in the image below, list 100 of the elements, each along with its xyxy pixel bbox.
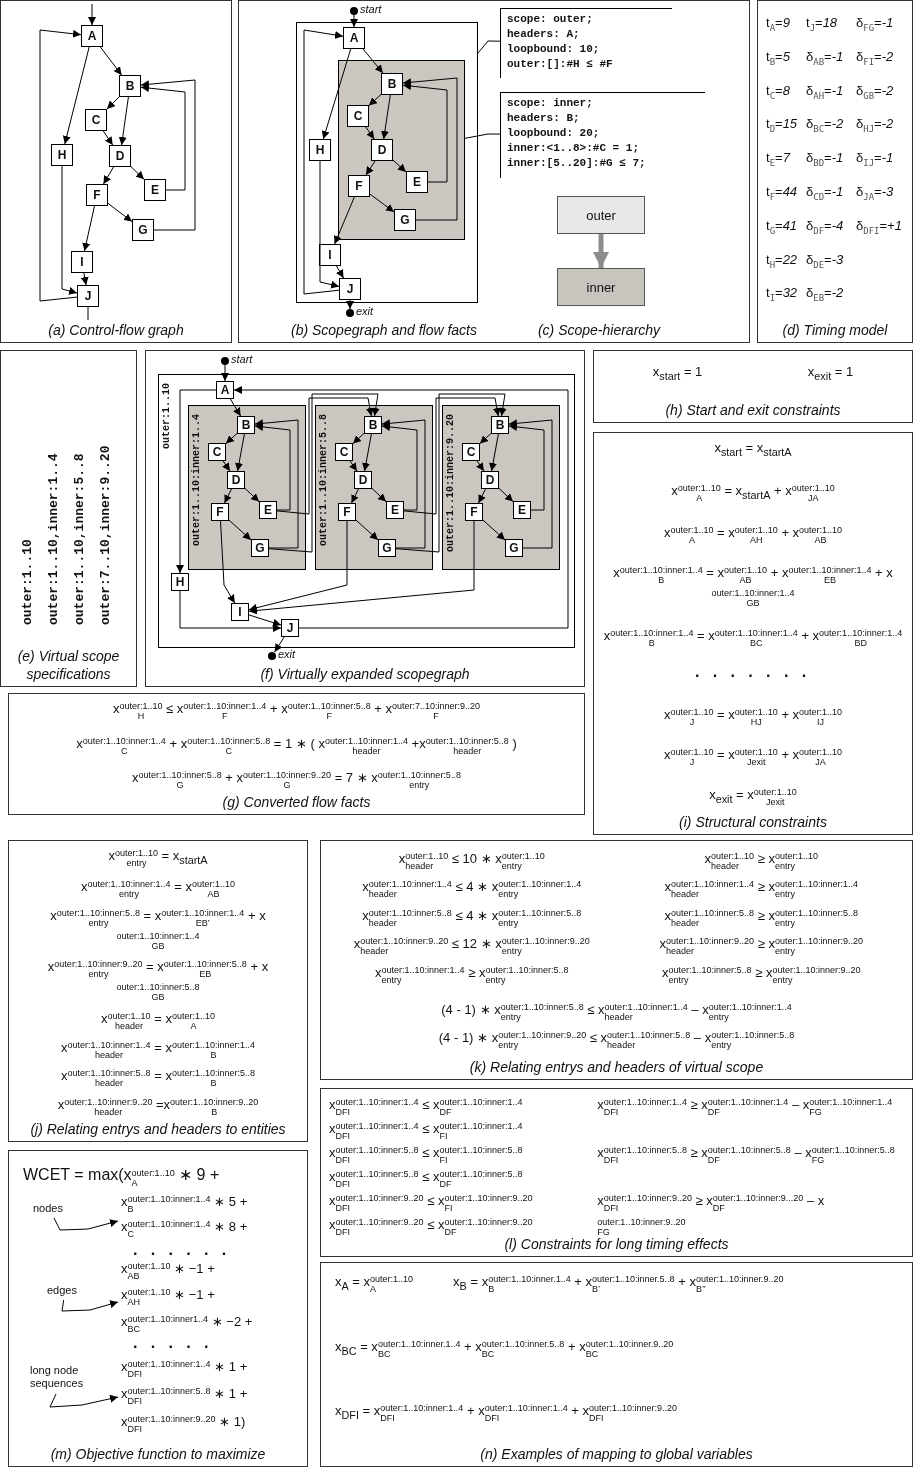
panel-frame [145,350,585,687]
scope-label: outer:1..10:inner:5..8 [318,414,329,547]
panel-frame [757,0,913,343]
equation: x$_{start}$ = x$_{startA}$ [714,439,792,460]
scope-box: inner [557,268,645,306]
arrow [349,460,358,472]
graph-node: F [348,175,370,197]
panel-frame [593,350,913,423]
arrow [362,48,384,74]
arrow [254,419,299,549]
panel-title: (j) Relating entrys and headers to entities [30,1121,286,1137]
panel-title: (i) Structural constraints [679,814,827,830]
arrow [248,520,348,612]
scope-label: outer:1..10:inner:1..4 [191,414,202,547]
arrow [403,397,501,515]
arrow [402,77,458,221]
graph-node: F [338,503,356,521]
arrow [380,94,391,140]
arrow [346,299,354,310]
panel-frame [593,432,913,835]
arrow [176,389,217,574]
arrow [303,29,344,295]
panel-title: (b) Scopegraph and flow facts [291,322,477,338]
arrow [276,397,374,515]
flow-fact-box [500,92,705,178]
graph-node: H [171,573,189,591]
graph-node: F [86,184,108,206]
point-label: start [231,353,253,365]
graph-node: D [354,471,372,489]
timing-value: δ$_{CD}$=-1 [806,183,844,202]
graph-node: D [109,145,131,167]
arrow [254,422,291,511]
timing-value: δ$_{DE}$=-3 [806,251,844,270]
equation: x$_{BC}$$^{outer:1..10:inner1..4}$ ∗ −2 + [121,1313,253,1334]
panel-title: (a) Control-flow graph [48,322,184,338]
leader-line [477,40,501,54]
arrow [482,519,506,541]
arrow [321,48,352,140]
arrow [402,82,448,183]
graph-node: B [491,416,509,434]
line [87,306,89,321]
arrow [498,487,514,503]
arrow [336,265,344,279]
graph-node: C [208,443,226,461]
arrow [479,432,492,445]
ellipsis-dots: · · · · · [133,1337,214,1357]
panel-title: (l) Constraints for long timing effects [504,1236,729,1252]
arrow [106,96,120,110]
graph-node: I [71,251,93,273]
panel-frame [8,1150,308,1467]
graph-node: I [319,244,341,266]
timing-value: δ$_{FG}$=-1 [856,15,894,33]
flow-fact: loopbound: 20; [507,126,601,141]
arrow [365,126,375,140]
arrow [362,433,372,472]
scope-region [338,60,465,240]
arrow [351,488,359,504]
graph-node: D [481,471,499,489]
equation: x$_{B}$$^{outer:1..10:inner:1..4}$ ∗ 5 + [121,1193,248,1214]
arrow [130,166,145,180]
graph-node: G [505,539,523,557]
ellipsis-dots: · · · · · · · [695,666,811,687]
timing-value: t$_{E}$=7 [766,150,790,168]
arrow [107,202,133,223]
leader-line [464,133,501,139]
graph-node: D [227,471,245,489]
arrow [352,432,365,445]
arrow [478,488,486,504]
arrow [102,130,114,146]
equation: x$_{AH}$$^{outer:1..10}$ ∗ −1 + [121,1286,215,1307]
graph-node: C [462,443,480,461]
flow-fact: inner:<1..8>:#C = 1; [507,141,641,156]
arrow [476,460,485,472]
graph-node: B [364,416,382,434]
arrow [244,487,260,503]
panel-title: (m) Objective function to maximize [50,1446,266,1462]
flow-fact: headers: B; [507,111,581,126]
arrow [319,160,340,289]
panel-title: (f) Virtually expanded scopegraph [260,666,470,682]
timing-value: t$_{A}$=9 [766,15,790,33]
panel-frame [320,840,913,1080]
panel-title: (h) Start and exit constraints [665,402,841,418]
scope-label: outer:1..10 [161,383,172,449]
graph-node: B [119,75,141,97]
panel-frame [0,0,232,343]
equation: WCET = max(x$_{A}$$^{outer:1..10}$ ∗ 9 + [23,1165,220,1188]
equation: x$_{DFI}$$^{outer:1..10:inner:1..4}$ ∗ 1 + [121,1358,248,1379]
timing-value: δ$_{AH}$=-1 [806,82,844,101]
arrow [88,3,96,26]
graph-node: C [347,105,369,127]
point-label: exit [278,648,296,660]
panel-title: (k) Relating entrys and headers of virtual scope [469,1059,764,1075]
arrow [179,590,282,632]
arrow [61,165,78,295]
timing-value: δ$_{EB}$=-2 [806,285,844,303]
panel-title: (g) Converted flow facts [222,794,371,810]
flow-fact: loopbound: 10; [507,42,601,57]
arrow [80,272,89,286]
scope-spec: outer:1..10,inner:1..4 [46,453,61,625]
panel-frame [320,1088,913,1257]
